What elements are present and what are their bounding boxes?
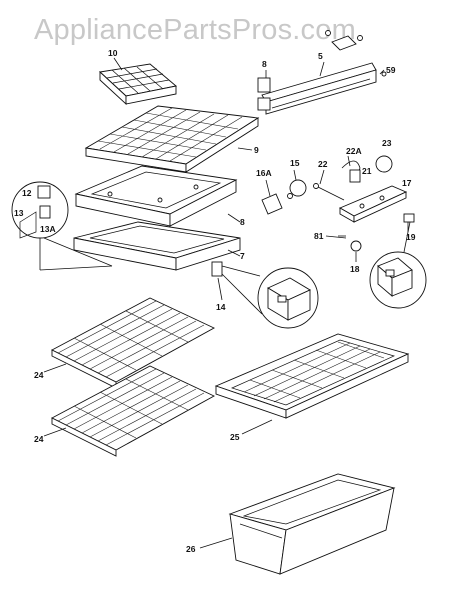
callout-10: 10 [108,48,118,58]
callout-59: 59 [386,65,396,75]
part-18-19-81-small [325,213,415,252]
callout-22: 22 [318,159,328,169]
detail-circle-right [369,221,427,309]
callout-12: 12 [22,188,32,198]
callout-16a: 16A [256,168,272,178]
part-25-crisper-cover [214,333,410,419]
callout-19: 19 [406,232,416,242]
part-17-control-housing [313,155,408,223]
callout-25: 25 [230,432,240,442]
callout-8-bracket: 8 [262,59,267,69]
callout-23: 23 [382,138,392,148]
callout-21: 21 [362,166,372,176]
callout-9: 9 [254,145,259,155]
callout-81: 81 [314,231,324,241]
part-7-pan [73,221,241,271]
callout-13: 13 [14,208,24,218]
callout-26: 26 [186,544,196,554]
leader-lines [43,57,409,549]
part-8-freezer-shelf [74,165,238,227]
callout-13a: 13A [40,224,56,234]
callout-7: 7 [240,251,245,261]
callout-14: 14 [216,302,226,312]
callout-5: 5 [318,51,323,61]
detail-circle-left [11,181,113,271]
callout-15: 15 [290,158,300,168]
callout-17: 17 [402,178,412,188]
part-14-switch-detail [211,261,319,329]
part-5-control-rail [257,30,387,115]
callout-8: 8 [240,217,245,227]
callout-18: 18 [350,264,360,274]
part-16a-15-light [261,179,307,215]
part-26-crisper-drawer [228,473,396,575]
part-10-ice-tray [99,63,178,106]
callout-24-upper: 24 [34,370,44,380]
callout-24-lower: 24 [34,434,44,444]
callout-22a: 22A [346,146,362,156]
part-24-wire-shelf-upper [51,297,215,389]
watermark: AppliancePartsPros.com [34,14,356,46]
part-24-wire-shelf-lower [51,365,215,457]
part-9-shelf-grille [84,105,260,173]
